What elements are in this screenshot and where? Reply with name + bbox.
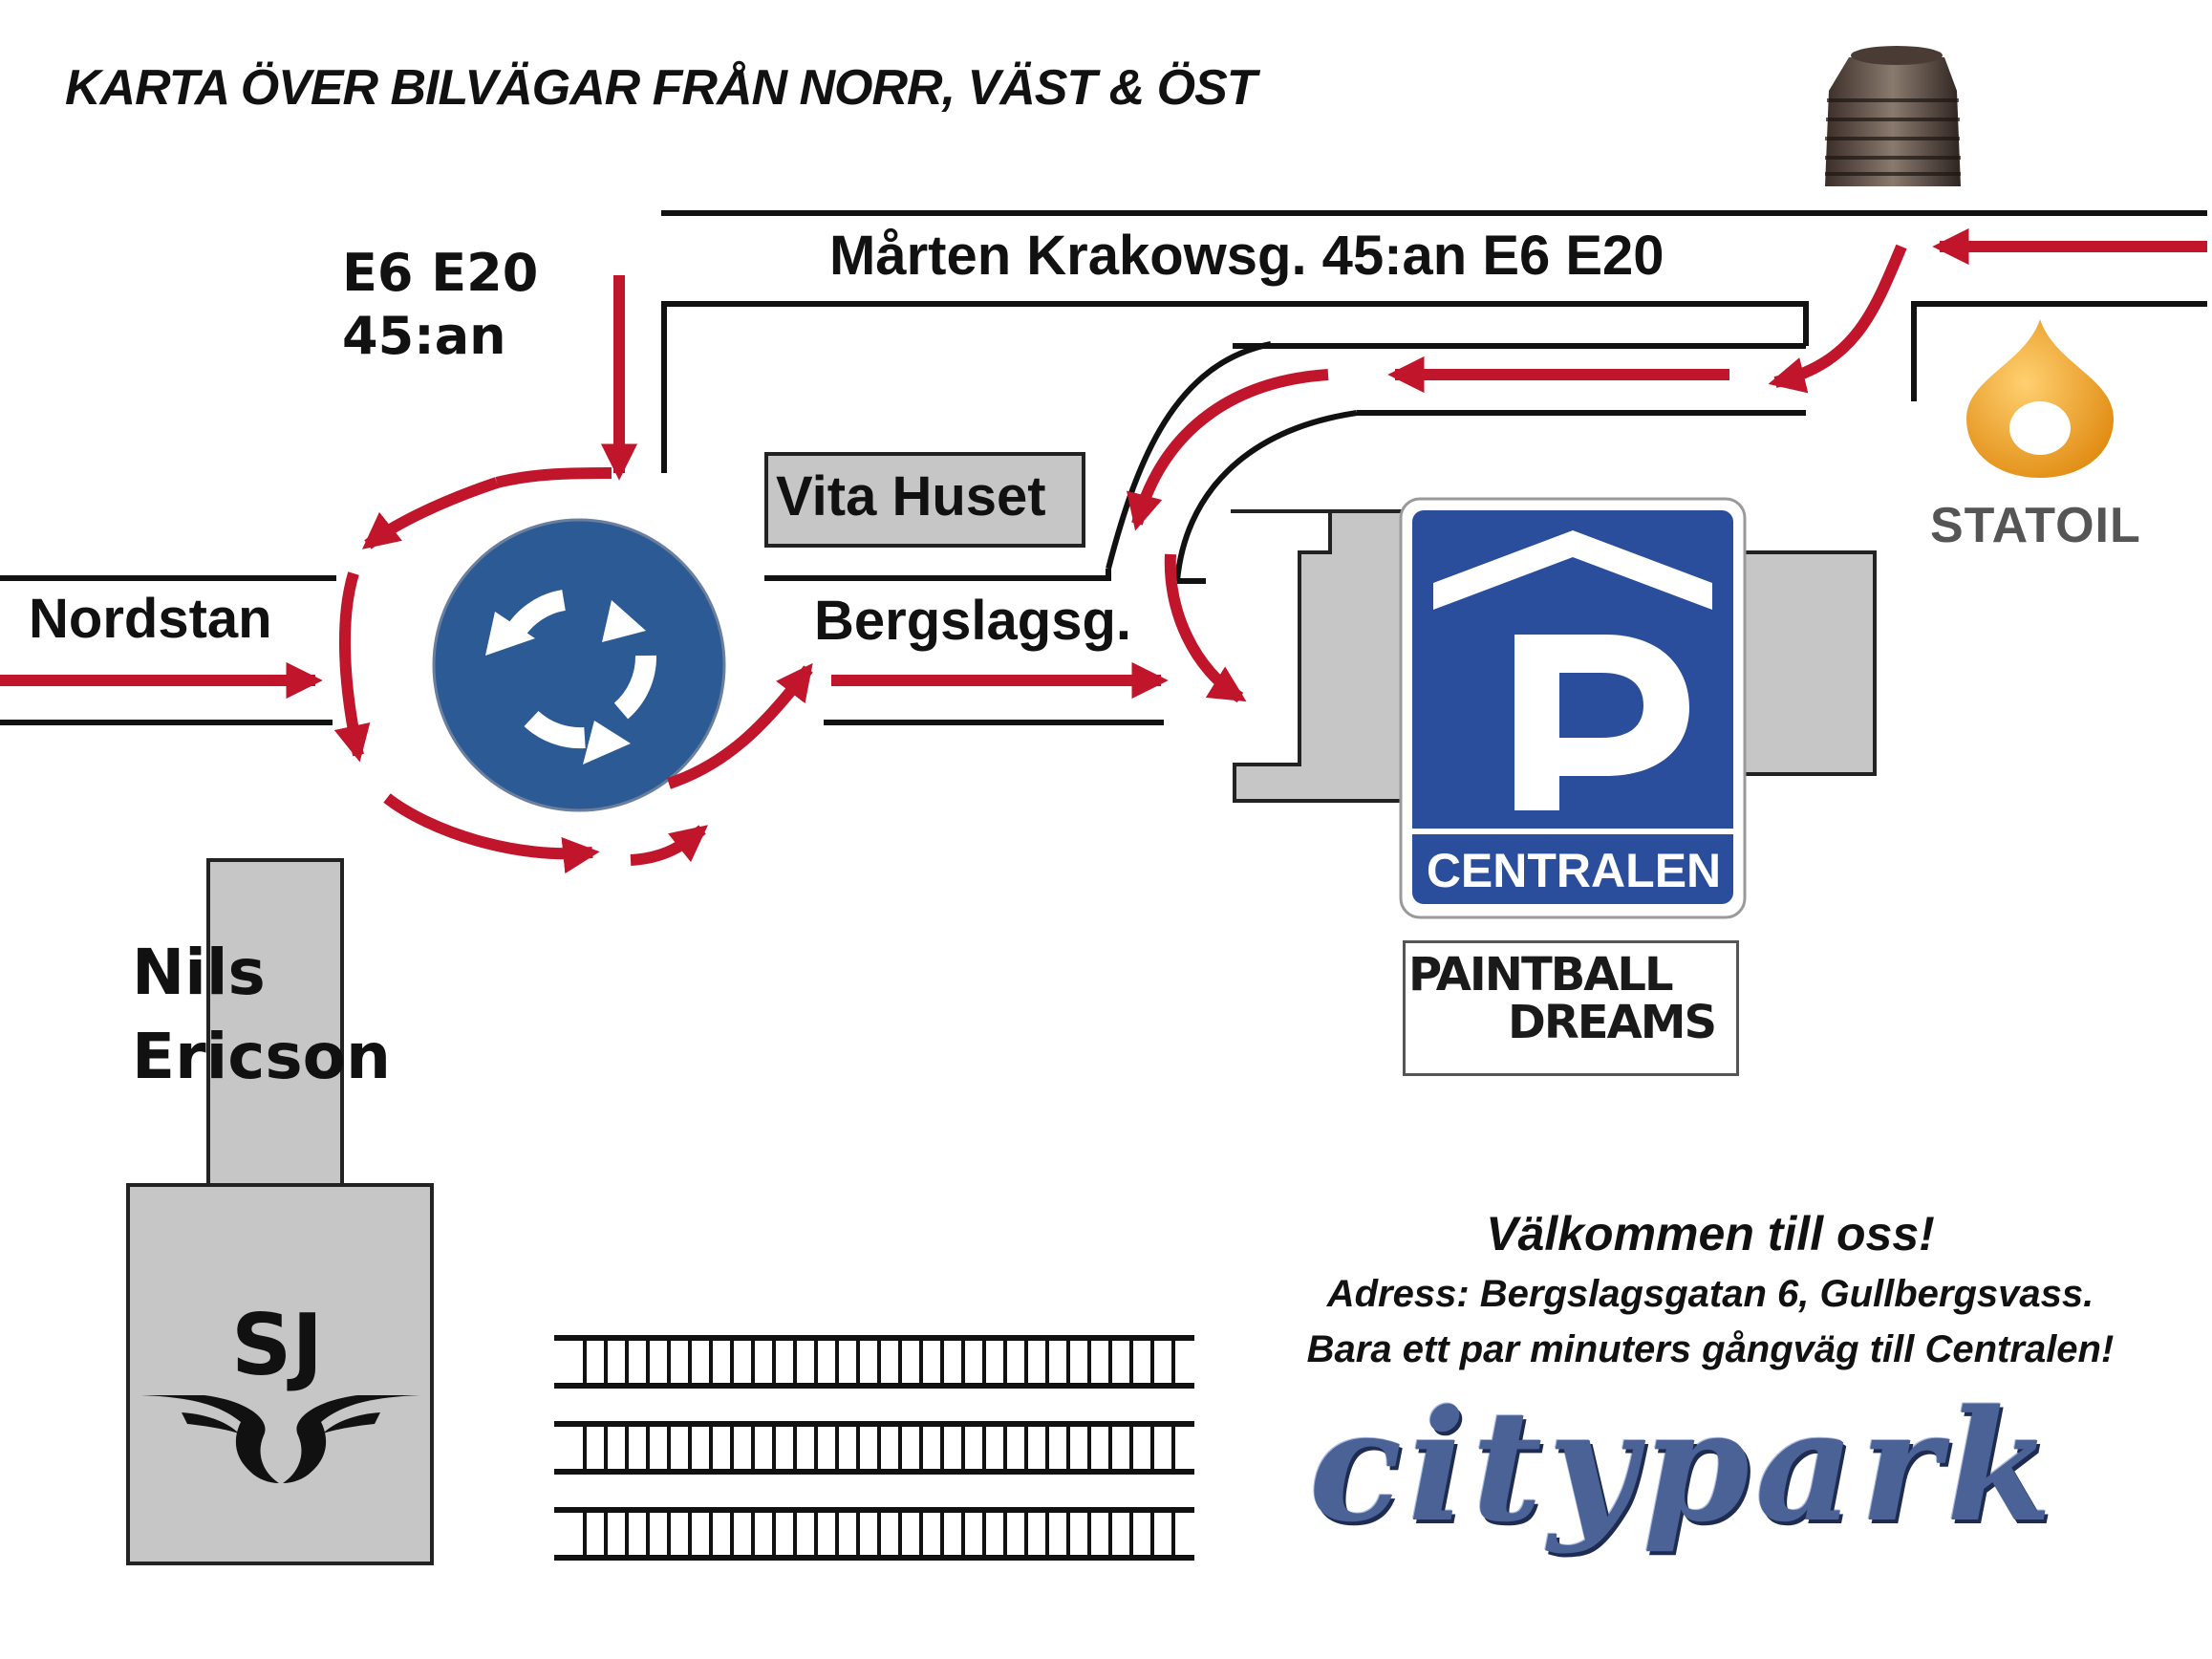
tower-icon [1825,46,1961,186]
road-label-marten-krakowsg: Mårten Krakowsg. 45:an E6 E20 [829,225,1664,287]
statoil-label: STATOIL [1930,498,2141,553]
road-edges [0,210,2207,725]
walking-distance-text: Bara ett par minuters gångväg till Centr… [1306,1328,2115,1370]
route-arrows [0,227,2207,874]
paintball-dreams-logo [1403,940,1739,1076]
dreams-label: DREAMS [1508,996,1717,1049]
roundabout-sign-icon [432,518,726,812]
welcome-text: Välkommen till oss! [1486,1207,1935,1260]
citypark-logo: citypark [1309,1376,2058,1556]
railway-tracks-icon [554,1335,1194,1561]
sj-logo-text: SJ [231,1296,324,1394]
nils-ericson-tower [206,858,344,1187]
nils-ericson-label-1: Nils [132,936,266,1009]
map-title: KARTA ÖVER BILVÄGAR FRÅN NORR, VÄST & ÖS… [65,60,1257,116]
road-label-45an: 45:an [342,306,506,366]
address-text: Adress: Bergslagsgatan 6, Gullbergsvass. [1326,1273,2094,1315]
road-label-bergslagsg: Bergslagsg. [814,590,1131,652]
parking-sign-icon [1399,497,1747,919]
nils-ericson-label-2: Ericson [132,1020,391,1093]
sj-wings-icon [141,1395,420,1483]
paintball-label: PAINTBALL [1408,948,1674,1002]
statoil-drop-icon [1966,319,2114,478]
road-label-nordstan: Nordstan [29,588,272,650]
parking-centralen-label: CENTRALEN [1426,844,1722,897]
vita-huset-label: Vita Huset [776,465,1046,528]
road-label-e6-e20: E6 E20 [342,243,539,303]
parking-building [1231,509,1877,803]
sj-station-building [126,1183,434,1565]
vita-huset-building [764,452,1085,548]
